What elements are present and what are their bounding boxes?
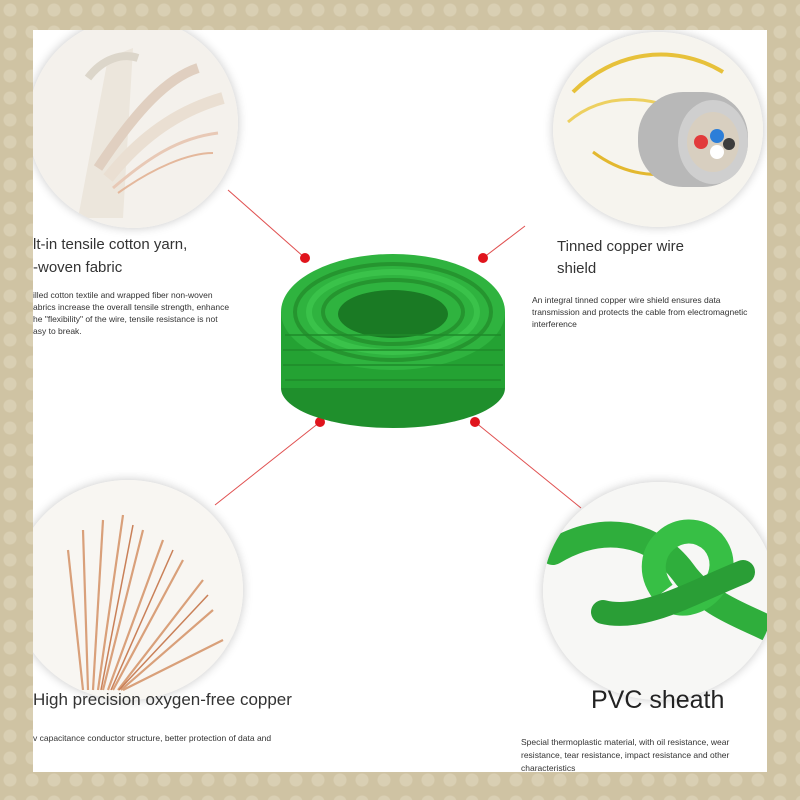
- cotton-desc-line4: asy to break.: [33, 326, 82, 336]
- copper-strands-image: [33, 480, 243, 700]
- sheath-desc-line3: characteristics: [521, 763, 576, 772]
- marker-dot-cotton: [300, 253, 310, 263]
- shield-desc-line3: interference: [532, 319, 577, 329]
- shield-desc-line2: transmission and protects the cable from…: [532, 307, 748, 317]
- shield-title-line1: Tinned copper wire: [557, 238, 685, 255]
- cotton-desc-line3: he "flexibility" of the wire, tensile re…: [33, 314, 218, 324]
- cable-coil-image: [273, 240, 513, 440]
- cotton-yarn-image: [33, 30, 238, 228]
- pvc-knot-image: [543, 482, 767, 700]
- copper-shield-image: [553, 32, 763, 227]
- cotton-title-line2: -woven fabric: [33, 259, 123, 276]
- cotton-desc-line1: illed cotton textile and wrapped fiber n…: [33, 290, 213, 300]
- connector-line-copper: [214, 421, 321, 506]
- sheath-desc-line1: Special thermoplastic material, with oil…: [521, 737, 730, 747]
- sheath-desc-line2: resistance, tear resistance, impact resi…: [521, 750, 730, 760]
- copper-desc: v capacitance conductor structure, bette…: [33, 733, 272, 743]
- product-canvas: lt-in tensile cotton yarn, -woven fabric…: [33, 30, 767, 772]
- shield-desc-line1: An integral tinned copper wire shield en…: [532, 295, 721, 305]
- marker-dot-shield: [478, 253, 488, 263]
- connector-line-cotton: [227, 189, 306, 259]
- sheath-title: PVC sheath: [591, 686, 725, 714]
- cotton-title-line1: lt-in tensile cotton yarn,: [33, 236, 188, 253]
- shield-title-line2: shield: [557, 260, 597, 277]
- copper-title: High precision oxygen-free copper: [33, 690, 292, 709]
- connector-lines: [214, 189, 582, 509]
- marker-dot-copper: [315, 417, 325, 427]
- marker-dot-sheath: [470, 417, 480, 427]
- cotton-desc-line2: abrics increase the overall tensile stre…: [33, 302, 230, 312]
- connector-line-shield: [482, 225, 526, 259]
- connector-line-sheath: [474, 421, 582, 509]
